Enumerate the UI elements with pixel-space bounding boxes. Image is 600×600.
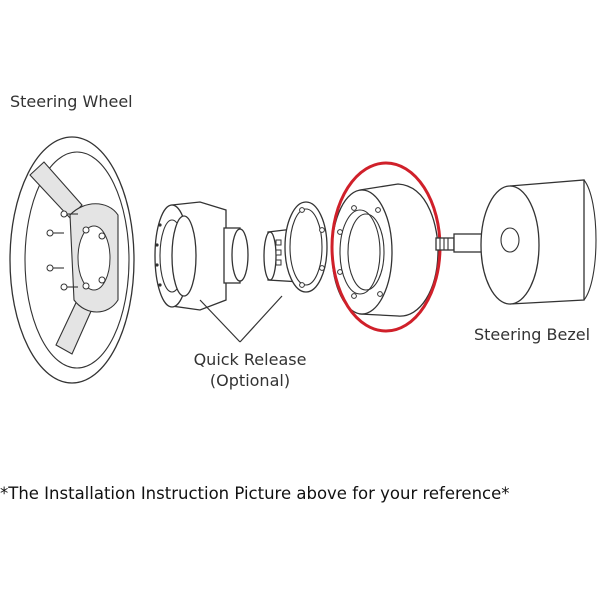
steering-bezel-label: Steering Bezel [474,325,591,344]
quick-release-title: Quick Release [193,350,307,369]
steering-wheel-label: Steering Wheel [10,92,133,111]
boss-kit-adapter [331,183,439,317]
instruction-caption: *The Installation Instruction Picture ab… [0,484,510,503]
steering-wheel [9,136,135,384]
quick-release-optional: (Optional) [209,371,291,390]
quick-release-pointer-lines [199,295,283,343]
quick-release-label: Quick Release (Optional) [190,349,310,391]
quick-release-coupler [263,201,328,293]
steering-bezel [480,179,597,305]
quick-release-hub [154,201,249,311]
